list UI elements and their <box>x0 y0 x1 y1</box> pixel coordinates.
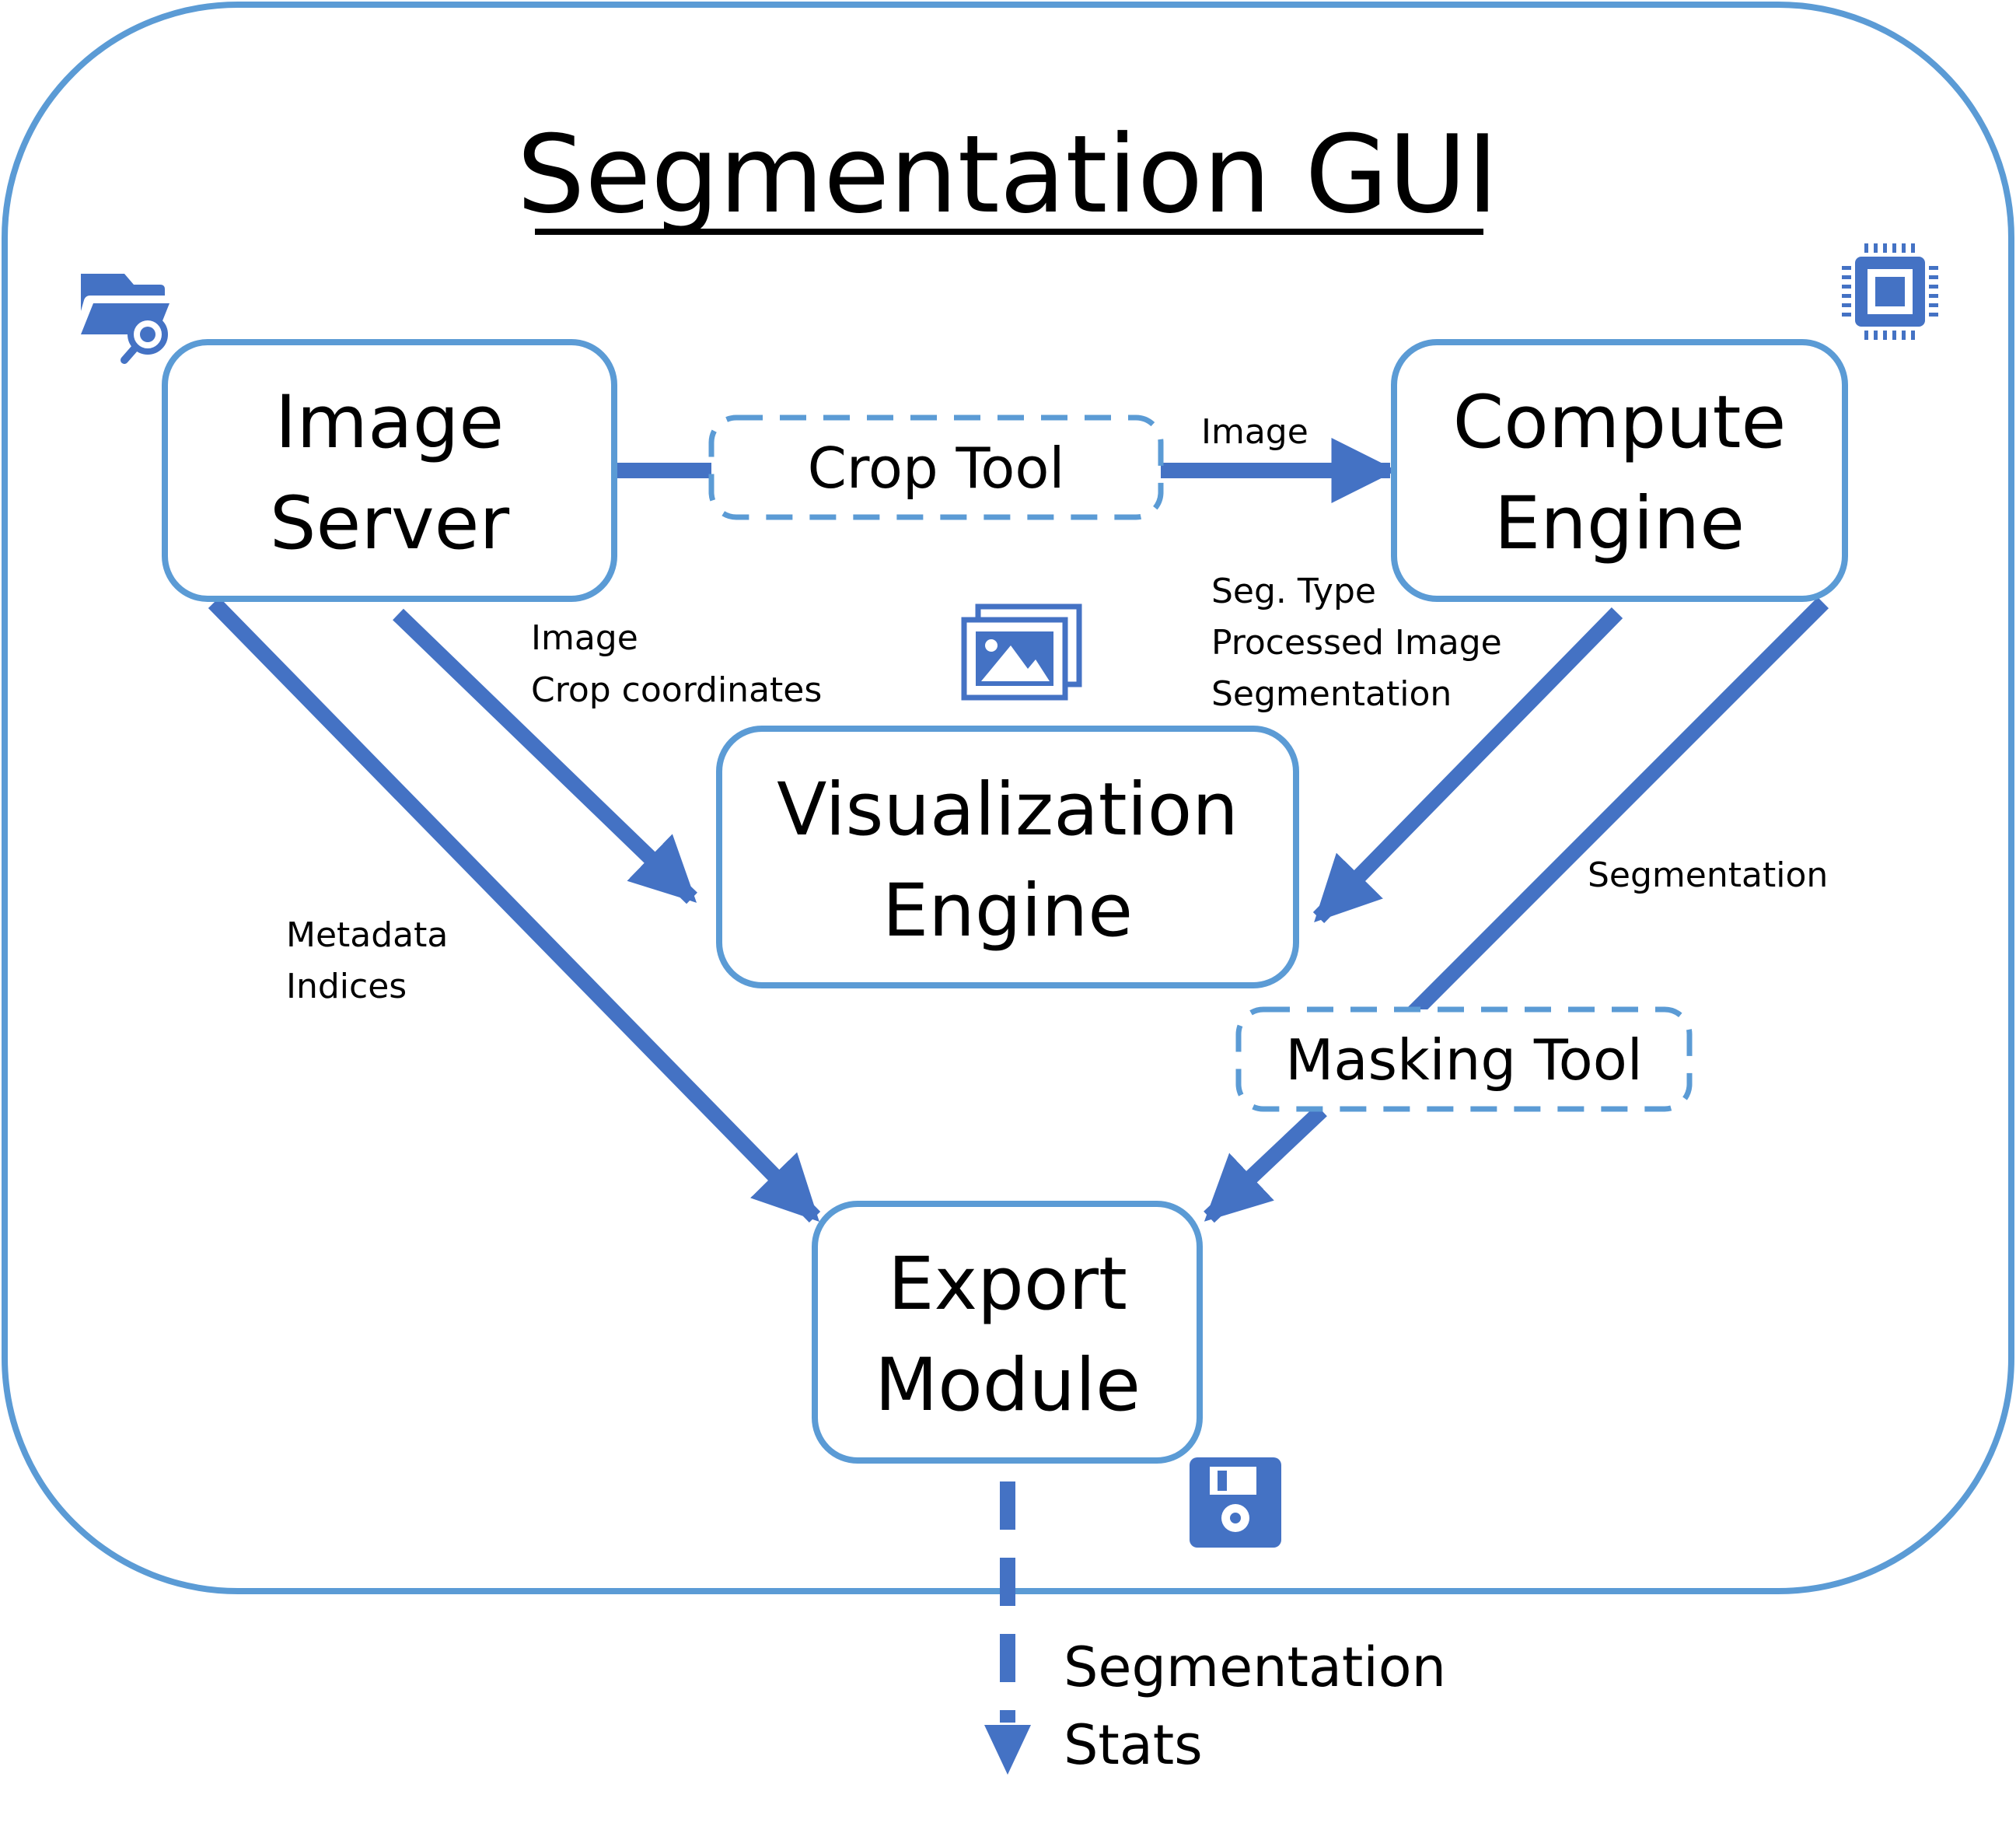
edge-server-to-export <box>208 597 821 1223</box>
label-compute-to-vis-2: Processed Image <box>1211 623 1502 663</box>
export-module-label-line1: Export <box>888 1242 1127 1327</box>
export-module-label-line2: Module <box>875 1343 1141 1428</box>
edge-masking-to-export <box>1204 1104 1327 1223</box>
export-output-arrowhead <box>984 1725 1031 1775</box>
node-visualization-engine[interactable]: Visualization Engine <box>716 726 1299 988</box>
masking-tool-label: Masking Tool <box>1285 1027 1643 1093</box>
tool-crop[interactable]: Crop Tool <box>708 415 1164 520</box>
tool-masking[interactable]: Masking Tool <box>1235 1006 1693 1112</box>
label-server-to-export-2: Indices <box>286 967 407 1006</box>
edge-compute-to-masking <box>1405 596 1829 1021</box>
label-export-output-1: Segmentation <box>1064 1635 1446 1699</box>
image-server-label-line1: Image <box>275 380 504 465</box>
compute-engine-label-line2: Engine <box>1494 481 1745 566</box>
edge-compute-to-vis <box>1312 607 1623 923</box>
edge-server-to-vis <box>393 608 697 904</box>
label-server-to-export-1: Metadata <box>286 915 448 955</box>
crop-tool-label: Crop Tool <box>808 436 1065 501</box>
label-server-to-vis-2: Crop coordinates <box>531 670 822 710</box>
label-export-output-2: Stats <box>1064 1713 1203 1777</box>
cpu-chip-icon <box>1842 243 1938 340</box>
visualization-engine-label-line1: Visualization <box>777 768 1239 852</box>
floppy-disk-icon <box>1190 1457 1281 1548</box>
label-compute-to-masking: Segmentation <box>1588 855 1828 895</box>
node-compute-engine[interactable]: Compute Engine <box>1391 339 1848 602</box>
compute-engine-label-line1: Compute <box>1453 380 1787 465</box>
image-gallery-icon <box>961 603 1082 701</box>
node-export-module[interactable]: Export Module <box>812 1201 1203 1464</box>
visualization-engine-label-line2: Engine <box>882 869 1133 953</box>
label-server-to-vis-1: Image <box>531 618 638 658</box>
node-image-server[interactable]: Image Server <box>162 339 617 602</box>
label-compute-to-vis-3: Segmentation <box>1211 674 1452 714</box>
label-crop-to-compute: Image <box>1201 412 1308 452</box>
image-server-label-line2: Server <box>270 481 510 566</box>
folder-search-icon <box>81 274 169 364</box>
label-compute-to-vis-1: Seg. Type <box>1211 572 1376 611</box>
diagram-title: Segmentation GUI <box>517 112 1498 237</box>
